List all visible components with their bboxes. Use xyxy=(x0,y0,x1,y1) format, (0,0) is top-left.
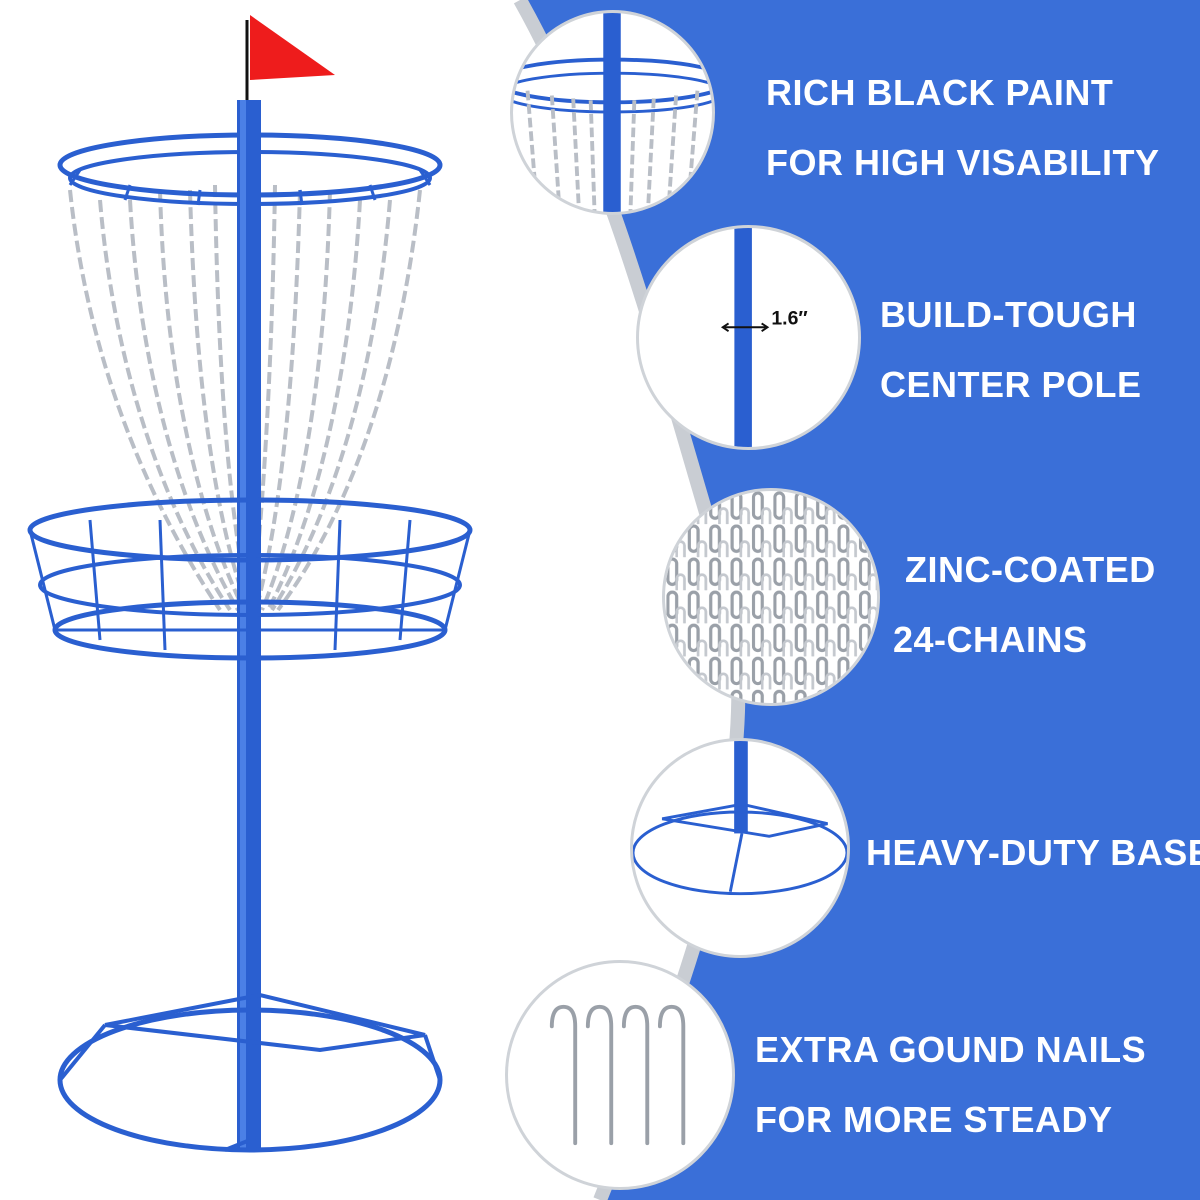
chains-closeup-icon xyxy=(662,488,880,706)
feature-nails-line2: FOR MORE STEADY xyxy=(755,1099,1113,1140)
feature-text-nails: EXTRA GOUND NAILS FOR MORE STEADY xyxy=(755,1015,1146,1155)
feature-text-paint: RICH BLACK PAINT FOR HIGH VISABILITY xyxy=(766,58,1160,198)
pole-diameter-label: 1.6″ xyxy=(771,307,807,329)
ground-nails-icon xyxy=(505,960,735,1190)
feature-paint-line2: FOR HIGH VISABILITY xyxy=(766,142,1160,183)
feature-paint-line1: RICH BLACK PAINT xyxy=(766,72,1114,113)
feature-chains-line1: ZINC-COATED xyxy=(905,549,1156,590)
feature-text-base: HEAVY-DUTY BASE xyxy=(866,818,1200,888)
feature-text-chains: ZINC-COATED 24-CHAINS xyxy=(893,535,1156,675)
pole-closeup-icon: 1.6″ xyxy=(636,225,861,450)
feature-text-pole: BUILD-TOUGH CENTER POLE xyxy=(880,280,1142,420)
red-flag-icon xyxy=(250,15,335,80)
feature-pole-line1: BUILD-TOUGH xyxy=(880,294,1137,335)
disc-golf-basket-illustration xyxy=(27,15,473,1153)
feature-chains-line2: 24-CHAINS xyxy=(893,619,1088,660)
base-closeup-icon xyxy=(630,738,850,958)
feature-nails-line1: EXTRA GOUND NAILS xyxy=(755,1029,1147,1070)
chains-icon xyxy=(68,184,422,612)
top-basket-closeup-icon xyxy=(510,10,715,215)
feature-base-line1: HEAVY-DUTY BASE xyxy=(866,832,1200,873)
feature-pole-line2: CENTER POLE xyxy=(880,364,1142,405)
